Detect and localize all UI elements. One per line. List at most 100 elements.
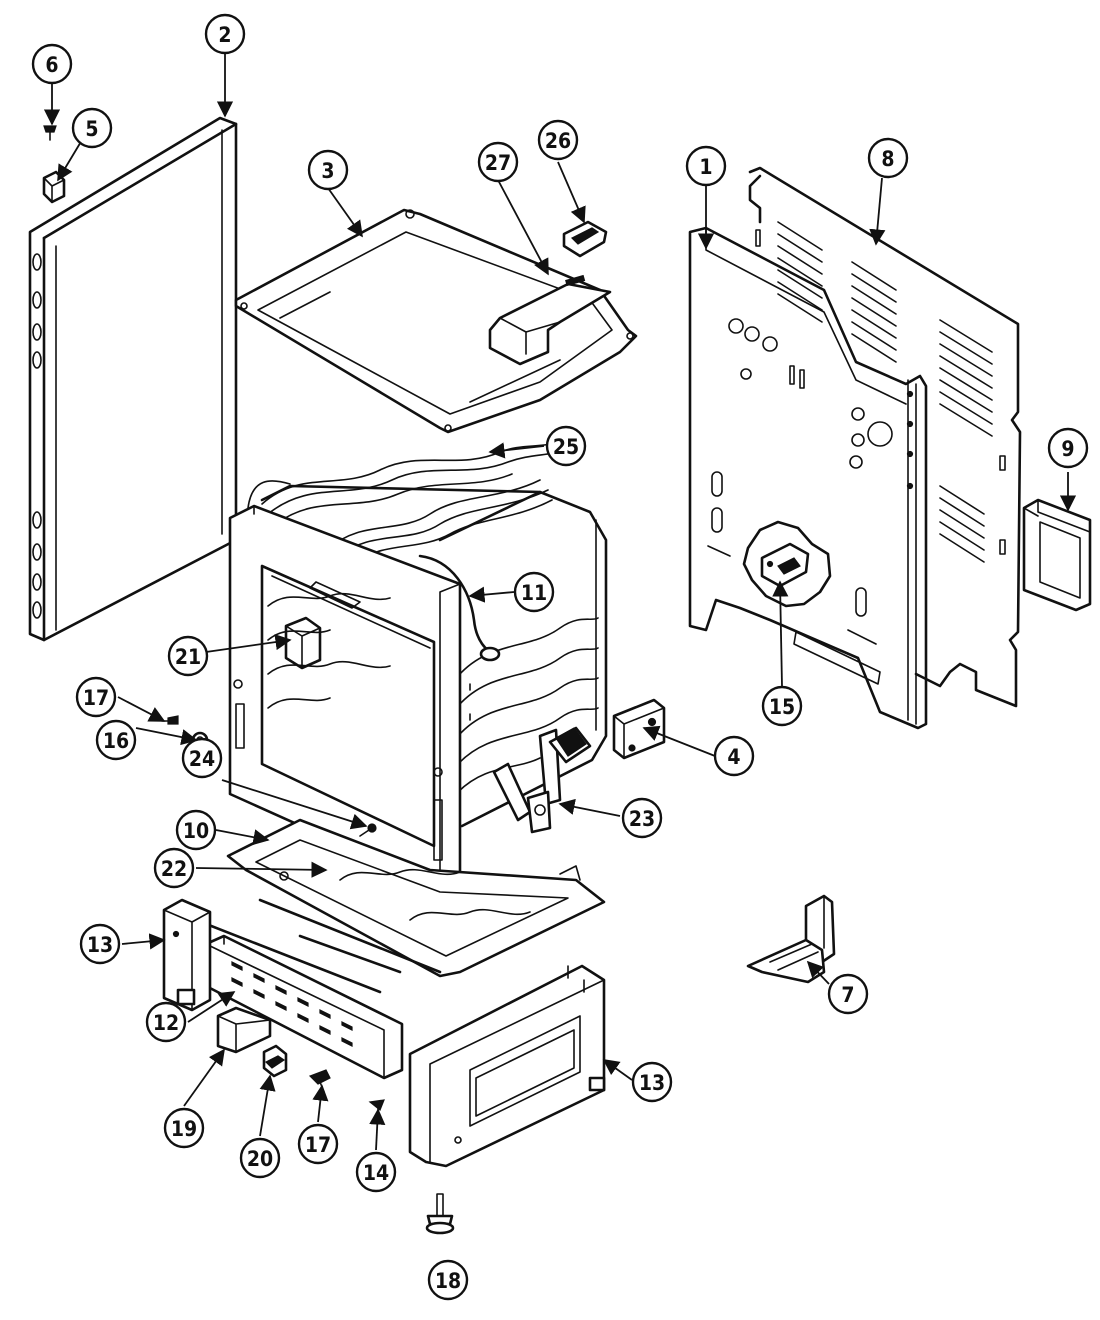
callout-circle xyxy=(175,809,217,851)
callout-21: 21 xyxy=(167,635,209,677)
callouts: 1234567891011121313141516171718192021222… xyxy=(31,13,1089,1301)
callout-circle xyxy=(713,735,755,777)
callout-24: 24 xyxy=(181,737,223,779)
left-base-leg xyxy=(162,898,212,1012)
callout-label: 1 xyxy=(699,155,712,179)
callout-label: 2 xyxy=(218,23,231,47)
top-bracket xyxy=(488,274,612,366)
rear-chassis-panel xyxy=(688,226,928,730)
callout-circle xyxy=(181,737,223,779)
right-base xyxy=(408,964,606,1168)
callout-circle xyxy=(477,141,519,183)
callout-label: 22 xyxy=(161,857,187,881)
frame-screw xyxy=(359,823,377,837)
callout-circle xyxy=(307,149,349,191)
kick-bracket xyxy=(216,1006,272,1054)
callout-circle xyxy=(685,145,727,187)
leveling-leg xyxy=(425,1193,455,1235)
callout-3: 3 xyxy=(307,149,349,191)
callout-label: 27 xyxy=(485,151,511,175)
callout-label: 4 xyxy=(727,745,740,769)
oven-front-frame xyxy=(228,504,462,894)
callout-11: 11 xyxy=(513,571,555,613)
callout-label: 18 xyxy=(435,1269,461,1293)
callout-label: 17 xyxy=(83,686,109,710)
callout-25: 25 xyxy=(545,425,587,467)
callout-label: 14 xyxy=(363,1161,389,1185)
callout-10: 10 xyxy=(175,809,217,851)
callout-circle xyxy=(79,923,121,965)
kick-panel xyxy=(204,934,404,1080)
callout-circle xyxy=(827,973,869,1015)
screw-top xyxy=(43,125,57,141)
callout-1: 1 xyxy=(685,145,727,187)
callout-5: 5 xyxy=(71,107,113,149)
callout-label: 15 xyxy=(769,695,795,719)
back-panel xyxy=(748,166,1022,708)
callout-15: 15 xyxy=(761,685,803,727)
callout-label: 20 xyxy=(247,1147,273,1171)
callout-20: 20 xyxy=(239,1137,281,1179)
callout-label: 21 xyxy=(175,645,201,669)
callout-23: 23 xyxy=(621,797,663,839)
callout-circle xyxy=(163,1107,205,1149)
floor-bracket xyxy=(746,894,836,984)
inner-rack-lines xyxy=(267,592,391,709)
callout-27: 27 xyxy=(477,141,519,183)
callout-label: 23 xyxy=(629,807,655,831)
leader-lines xyxy=(43,52,1077,1151)
callout-circle xyxy=(204,13,246,55)
callout-18: 18 xyxy=(427,1259,469,1301)
callout-circle xyxy=(355,1151,397,1193)
callout-13: 13 xyxy=(631,1061,673,1103)
callout-circle xyxy=(153,847,195,889)
inner-bracket xyxy=(284,616,322,670)
callout-circle xyxy=(145,1001,187,1043)
callout-label: 25 xyxy=(553,435,579,459)
callout-22: 22 xyxy=(153,847,195,889)
callout-label: 13 xyxy=(639,1071,665,1095)
valve-mount xyxy=(742,520,832,608)
callout-circle xyxy=(167,635,209,677)
callout-circle xyxy=(631,1061,673,1103)
screw-lower xyxy=(308,1069,331,1093)
callout-4: 4 xyxy=(713,735,755,777)
callout-label: 17 xyxy=(305,1133,331,1157)
callout-circle xyxy=(621,797,663,839)
callout-label: 12 xyxy=(153,1011,179,1035)
side-bracket xyxy=(612,698,666,760)
burner-valve xyxy=(492,726,592,834)
callout-circle xyxy=(867,137,909,179)
screw-upper-left xyxy=(161,715,179,725)
callout-7: 7 xyxy=(827,973,869,1015)
callout-circle xyxy=(427,1259,469,1301)
callout-label: 6 xyxy=(45,53,58,77)
callout-circle xyxy=(1047,427,1089,469)
callout-17: 17 xyxy=(297,1123,339,1165)
callout-label: 7 xyxy=(841,983,854,1007)
callout-label: 13 xyxy=(87,933,113,957)
wiring-harness xyxy=(247,441,567,567)
callout-circle xyxy=(297,1123,339,1165)
callout-circle xyxy=(537,119,579,161)
gas-tube xyxy=(418,554,501,662)
callout-26: 26 xyxy=(537,119,579,161)
callout-label: 26 xyxy=(545,129,571,153)
callout-label: 11 xyxy=(521,581,547,605)
callout-9: 9 xyxy=(1047,427,1089,469)
oven-liner xyxy=(260,484,608,828)
callout-label: 3 xyxy=(321,159,334,183)
chassis-rails xyxy=(194,898,442,994)
callout-16: 16 xyxy=(95,719,137,761)
callout-label: 5 xyxy=(85,117,98,141)
bottom-panel xyxy=(226,818,606,978)
callout-2: 2 xyxy=(204,13,246,55)
callout-circle xyxy=(31,43,73,85)
switch-block xyxy=(562,220,608,258)
callout-label: 10 xyxy=(183,819,209,843)
callout-6: 6 xyxy=(31,43,73,85)
callout-label: 19 xyxy=(171,1117,197,1141)
callout-label: 16 xyxy=(103,729,129,753)
callout-circle xyxy=(761,685,803,727)
